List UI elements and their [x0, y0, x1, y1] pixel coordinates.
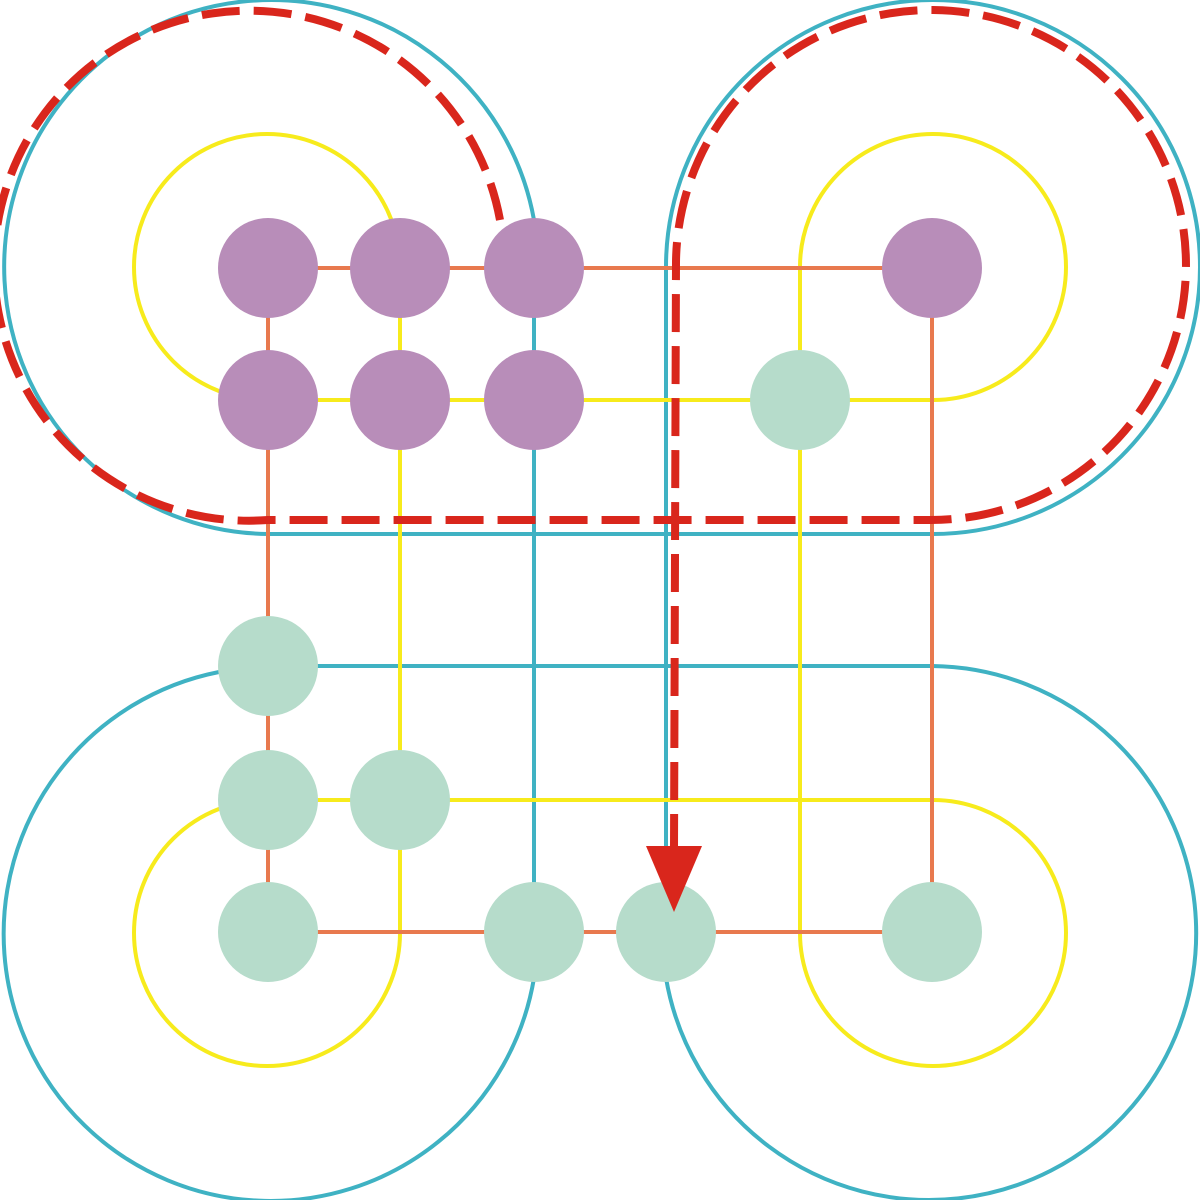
green-piece [350, 750, 450, 850]
yellow-track-bottom-left-circle [132, 797, 403, 1068]
green-piece [484, 882, 584, 982]
purple-piece [350, 218, 450, 318]
path-arrow [0, 6, 1190, 851]
yellow-track-top-left-circle [132, 132, 403, 403]
green-piece [218, 750, 318, 850]
green-piece [218, 616, 318, 716]
green-piece [882, 882, 982, 982]
teal-track-bottom-right-circle [664, 664, 1199, 1200]
purple-piece [882, 218, 982, 318]
purple-piece [218, 350, 318, 450]
green-piece [750, 350, 850, 450]
pieces [218, 218, 982, 982]
path-arrowhead [646, 846, 702, 912]
yellow-track-bottom-right-circle [797, 797, 1068, 1068]
teal-track-top-left-circle [2, 0, 536, 536]
purple-piece [484, 218, 584, 318]
teal-track-bottom-left-circle [1, 670, 536, 1200]
green-piece [218, 882, 318, 982]
yellow-track-top-right-circle [797, 132, 1068, 403]
purple-piece [218, 218, 318, 318]
green-piece [616, 882, 716, 982]
purple-piece [484, 350, 584, 450]
path-arrow-loop [0, 6, 1190, 851]
teal-track-top-right-circle [663, 0, 1200, 537]
purple-piece [350, 350, 450, 450]
